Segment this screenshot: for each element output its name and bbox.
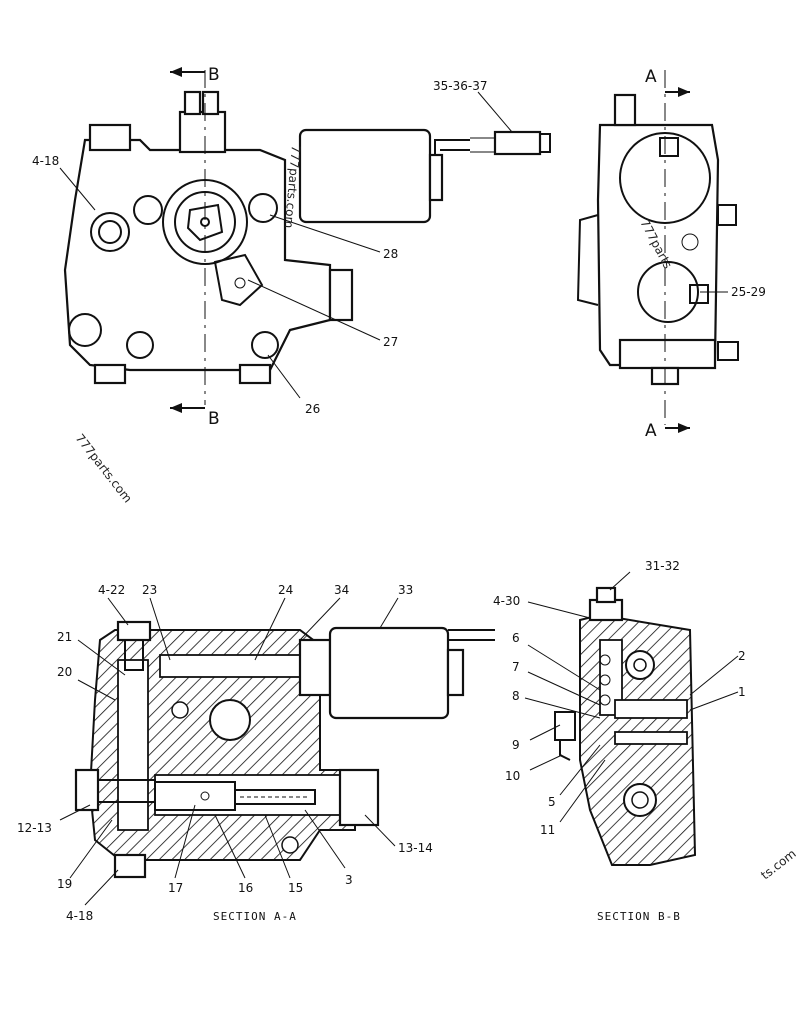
callout-10: 10 bbox=[505, 769, 520, 783]
callout-23: 23 bbox=[142, 583, 157, 597]
callout-19: 19 bbox=[57, 877, 72, 891]
front-view bbox=[59, 67, 551, 413]
callout-1: 1 bbox=[738, 685, 746, 699]
callout-15: 15 bbox=[288, 881, 303, 895]
callout-7: 7 bbox=[512, 660, 520, 674]
callout-4-18: 4-18 bbox=[32, 154, 59, 168]
section-a-title: SECTION A-A bbox=[213, 910, 297, 923]
cut-a-top: A bbox=[645, 67, 657, 87]
callout-35-36-37: 35-36-37 bbox=[433, 79, 487, 93]
section-titles: SECTION A-A SECTION B-B bbox=[213, 910, 681, 923]
callout-25-29: 25-29 bbox=[731, 285, 766, 299]
callout-9: 9 bbox=[512, 738, 520, 752]
callouts-section-a: 4-22 23 24 34 33 21 20 12-13 19 4-18 17 … bbox=[17, 583, 433, 923]
callout-13-14: 13-14 bbox=[398, 841, 433, 855]
callout-16: 16 bbox=[238, 881, 253, 895]
callout-2: 2 bbox=[738, 649, 746, 663]
side-view bbox=[576, 70, 739, 433]
callout-4-22: 4-22 bbox=[98, 583, 125, 597]
watermark-right: ts.com bbox=[758, 846, 798, 882]
callout-3: 3 bbox=[345, 873, 353, 887]
callout-31-32: 31-32 bbox=[645, 559, 680, 573]
callout-6: 6 bbox=[512, 631, 520, 645]
callouts-section-b: 31-32 4-30 6 2 7 1 8 9 10 5 11 bbox=[493, 559, 746, 837]
callout-33: 33 bbox=[398, 583, 413, 597]
callout-20: 20 bbox=[57, 665, 72, 679]
section-a-view bbox=[59, 597, 495, 906]
callout-26: 26 bbox=[305, 402, 320, 416]
callout-17: 17 bbox=[168, 881, 183, 895]
section-b-view bbox=[524, 571, 739, 866]
callout-27: 27 bbox=[383, 335, 398, 349]
callout-34: 34 bbox=[334, 583, 349, 597]
callouts-top: 35-36-37 4-18 28 27 26 25-29 bbox=[32, 79, 766, 416]
cut-b-top: B bbox=[208, 65, 220, 85]
cut-b-bottom: B bbox=[208, 409, 220, 429]
callout-4-30: 4-30 bbox=[493, 594, 520, 608]
cut-a-bottom: A bbox=[645, 421, 657, 441]
callout-21: 21 bbox=[57, 630, 72, 644]
callout-4-18-b: 4-18 bbox=[66, 909, 93, 923]
callout-8: 8 bbox=[512, 689, 520, 703]
callout-5: 5 bbox=[548, 795, 556, 809]
callout-12-13: 12-13 bbox=[17, 821, 52, 835]
watermark-left: 777parts.com bbox=[73, 431, 135, 505]
callout-24: 24 bbox=[278, 583, 293, 597]
callout-28: 28 bbox=[383, 247, 398, 261]
cut-labels: B B A A bbox=[208, 65, 657, 441]
section-b-title: SECTION B-B bbox=[597, 910, 681, 923]
callout-11: 11 bbox=[540, 823, 555, 837]
